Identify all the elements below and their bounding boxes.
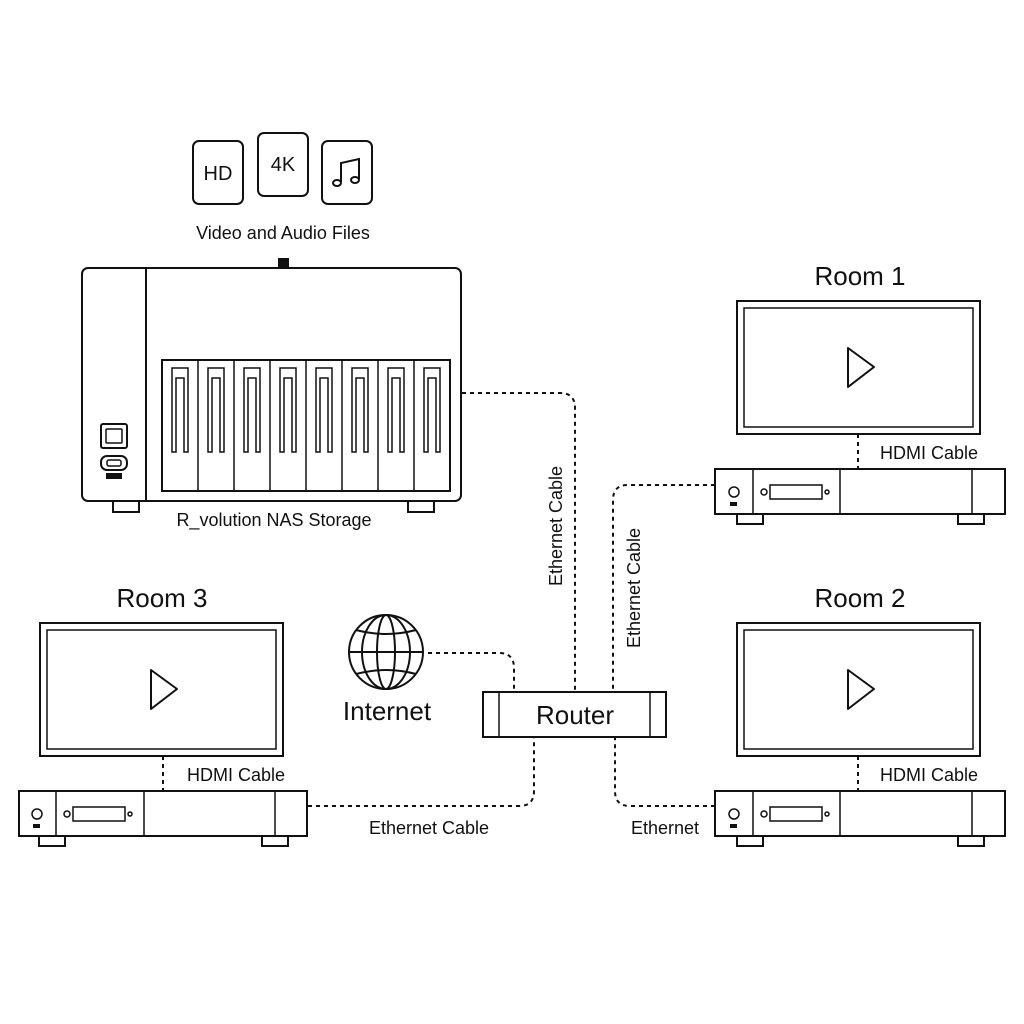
media-caption: Video and Audio Files (196, 223, 370, 243)
room1-media-player (714, 468, 1006, 525)
nas-drive-bay (233, 360, 261, 491)
room2-hdmi-label: HDMI Cable (880, 765, 978, 785)
room2: Room 2 HDMI Cable (714, 583, 1006, 847)
nas-drive-bay (197, 360, 225, 491)
room2-router-cable (614, 738, 715, 807)
room1-router-cable-label: Ethernet Cable (624, 528, 644, 648)
room2-title: Room 2 (814, 583, 905, 613)
room3-router-cable-label: Ethernet Cable (369, 818, 489, 838)
nas-label: R_volution NAS Storage (176, 510, 371, 531)
room1-tv (736, 300, 981, 435)
nas-drive-bay (305, 360, 333, 491)
cables (162, 392, 859, 807)
room3-media-player (18, 790, 308, 847)
nas-storage: R_volution NAS Storage (81, 267, 462, 531)
room1-title: Room 1 (814, 261, 905, 291)
nas-drive-bay (413, 360, 441, 491)
room3: Room 3 HDMI Cable (18, 583, 308, 847)
nas-drive-bay (171, 367, 189, 453)
hd-file-icon: HD (192, 140, 244, 205)
svg-text:HD: HD (204, 163, 233, 185)
room3-title: Room 3 (116, 583, 207, 613)
music-note-icon (321, 140, 373, 205)
nas-drive-bay (341, 360, 369, 491)
nas-drive-bay (377, 360, 405, 491)
room1-hdmi-label: HDMI Cable (880, 443, 978, 463)
room2-tv (736, 622, 981, 757)
room2-play-icon (847, 669, 875, 710)
internet-label: Internet (343, 696, 432, 726)
room2-media-player (714, 790, 1006, 847)
room3-hdmi-label: HDMI Cable (187, 765, 285, 785)
4k-file-icon: 4K (257, 132, 309, 197)
internet-router-cable (428, 652, 515, 692)
router-label: Router (536, 700, 614, 730)
nas-drive-bays (171, 360, 441, 491)
room1: Room 1 HDMI Cable (714, 261, 1006, 525)
globe-icon (348, 614, 424, 690)
nas-router-cable (462, 392, 576, 692)
room3-play-icon (150, 669, 178, 710)
nas-router-cable-label: Ethernet Cable (546, 466, 566, 586)
media-files: HD 4K Video and Audio Files (192, 132, 373, 306)
room3-router-cable (308, 738, 535, 807)
nas-power-button (100, 423, 128, 449)
svg-text:4K: 4K (271, 154, 296, 176)
router: Router (482, 691, 667, 738)
room3-tv (39, 622, 284, 757)
internet: Internet (343, 614, 432, 726)
nas-usb-port (100, 455, 128, 479)
room1-router-cable (612, 484, 715, 692)
room1-play-icon (847, 347, 875, 388)
room2-router-cable-label: Ethernet (631, 818, 699, 838)
nas-drive-bay (269, 360, 297, 491)
